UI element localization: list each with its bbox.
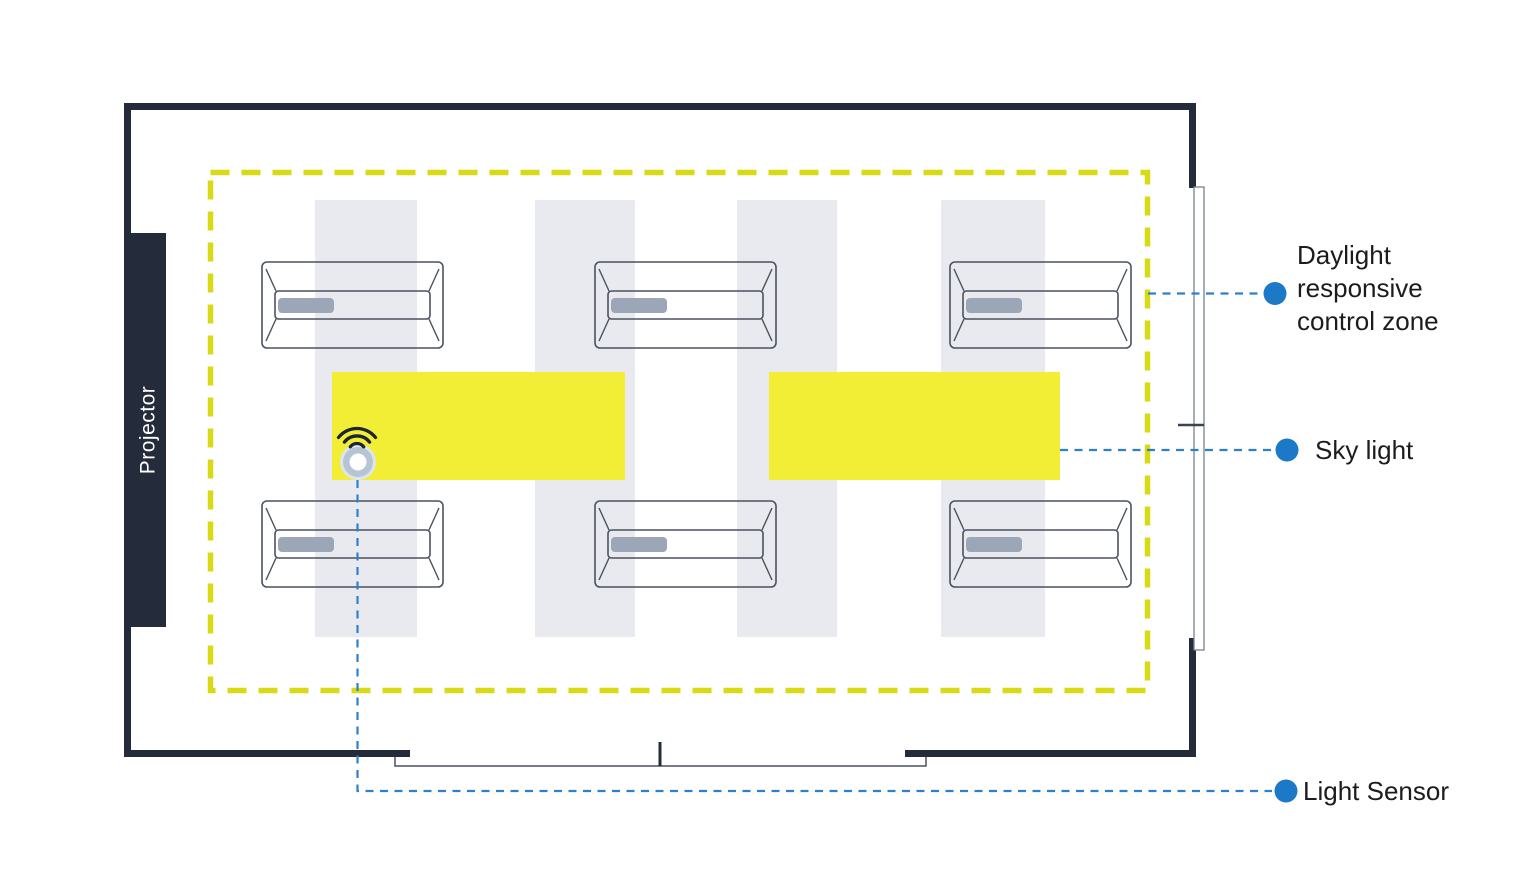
leader-lines bbox=[356, 292, 1274, 793]
dot-icon bbox=[1275, 438, 1299, 462]
sky-light-right bbox=[769, 372, 1060, 480]
light-sensor bbox=[336, 426, 378, 480]
dot-icon bbox=[1274, 779, 1298, 803]
dot-icon bbox=[1263, 282, 1287, 305]
wifi-icon bbox=[336, 426, 378, 449]
wall-top bbox=[124, 103, 1196, 110]
wall-bottom-left bbox=[124, 750, 410, 757]
window bbox=[1178, 186, 1205, 651]
leader-dots bbox=[1263, 282, 1299, 803]
projector-bar: Projector bbox=[130, 233, 166, 627]
wall-right-upper bbox=[1189, 103, 1196, 188]
sky-light-label: Sky light bbox=[1315, 435, 1414, 465]
light-sensor-label: Light Sensor bbox=[1303, 776, 1449, 806]
wall-right-lower bbox=[1189, 638, 1196, 757]
leader-light-sensor bbox=[356, 480, 1272, 793]
wall-left bbox=[124, 103, 131, 757]
wall-bottom-right bbox=[905, 750, 1196, 757]
sky-light-left bbox=[332, 372, 625, 480]
projector-label: Projector bbox=[136, 385, 159, 475]
room-walls bbox=[124, 103, 1196, 757]
daylight-control-zone-boundary bbox=[207, 169, 1151, 694]
bottom-partition bbox=[394, 742, 927, 767]
control-zone-label: Daylight responsive control zone bbox=[1297, 240, 1439, 336]
